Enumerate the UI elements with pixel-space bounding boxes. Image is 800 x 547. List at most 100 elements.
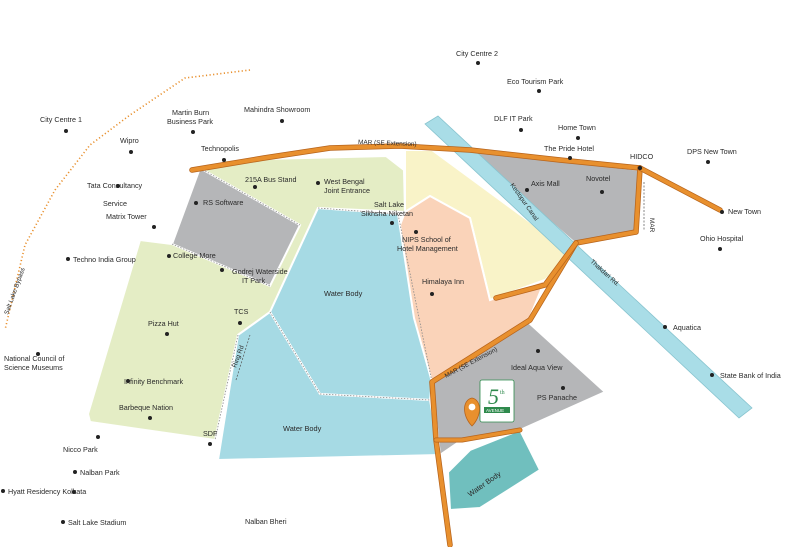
label-martin-burn-1: Martin Burn [172,108,209,117]
label-novotel: Novotel [586,174,611,183]
label-hidco: HIDCO [630,152,654,161]
dot-sdf [208,442,212,446]
dot-hidco [637,165,643,171]
label-tcs-service-1: Tata Consultancy [87,181,143,190]
label-new-town: New Town [728,207,761,216]
label-water-lower: Water Body [283,424,322,433]
dot-city-centre-2 [476,61,480,65]
dot-hyatt [1,489,5,493]
dot-matrix-tower [152,225,156,229]
label-technopolis: Technopolis [201,144,239,153]
location-pin-icon [464,397,480,427]
label-water-large: Water Body [324,289,363,298]
main-roads [189,143,723,547]
label-science-museums-2: Science Museums [4,363,63,372]
label-aquatica: Aquatica [673,323,701,332]
road-salt-lake-bypass [4,69,251,331]
dot-novotel [600,190,604,194]
dot-barbeque-nation [148,416,152,420]
dot-mahindra-showroom [280,119,284,123]
dot-the-pride-hotel [568,156,572,160]
dot-technopolis [222,158,226,162]
label-barbeque-nation: Barbeque Nation [119,403,173,412]
label-martin-burn-2: Business Park [167,117,213,126]
label-rs-software: RS Software [203,198,243,207]
label-hyatt: Hyatt Residency Kolkata [8,487,86,496]
label-wipro: Wipro [120,136,139,145]
logo-word: AVENUE [486,408,504,413]
dot-new-town [720,210,724,214]
dot-techno-india [66,257,70,261]
label-salt-lake-stadium: Salt Lake Stadium [68,518,126,527]
label-the-pride-hotel: The Pride Hotel [544,144,594,153]
label-nalban-park: Nalban Park [80,468,120,477]
label-techno-india: Techno India Group [73,255,136,264]
minor-roads [171,167,433,441]
label-salt-lake-sn-2: Sikhsha Niketan [361,209,413,218]
project-logo: 5 th AVENUE [479,379,515,423]
landmarks: City Centre 2 Eco Tourism Park DLF IT Pa… [1,49,781,527]
label-sdf: SDF [203,429,218,438]
dot-pizza-hut [165,332,169,336]
label-godrej-2: IT Park [242,276,265,285]
zone-gray-left [170,166,302,288]
label-science-museums-1: National Council of [4,354,64,363]
ring-road-arrow [235,334,251,381]
label-godrej-1: Godrej Waterside [232,267,288,276]
dot-eco-tourism-park [537,89,541,93]
label-college-more: College More [173,251,216,260]
dot-science-museums [36,352,40,356]
label-himalaya-inn: Himalaya Inn [422,277,464,286]
dot-martin-burn [191,130,195,134]
kestopur-canal [424,115,753,419]
label-matrix-tower: Matrix Tower [106,212,147,221]
dot-salt-lake-sn [390,221,394,225]
label-nicco-park: Nicco Park [63,445,98,454]
dot-wipro [129,150,133,154]
dot-aquatica [663,325,667,329]
dot-nips [414,230,418,234]
dot-himalaya-inn [430,292,434,296]
logo-superscript: th [500,390,505,396]
dot-college-more [167,254,171,258]
dot-ohio-hospital [718,247,722,251]
dot-wb-joint [316,181,320,185]
label-ps-panache: PS Panache [537,393,577,402]
label-mar-top: MAR (SE Extension) [358,139,417,148]
label-nips-2: Hotel Management [397,244,458,253]
logo-numeral: 5 [488,384,499,409]
dot-bus-stand [253,185,257,189]
label-city-centre-1: City Centre 1 [40,115,82,124]
label-tcs-service-2: Service [103,199,127,208]
zone-water-small [446,428,542,512]
label-mahindra-showroom: Mahindra Showroom [244,105,310,114]
dot-infinity-benchmark [126,379,130,383]
dot-state-bank [710,373,714,377]
label-dlf-it-park: DLF IT Park [494,114,533,123]
dot-home-town [576,136,580,140]
label-state-bank: State Bank of India [720,371,781,380]
label-ideal-aqua-view: Ideal Aqua View [511,363,563,372]
dot-ideal-aqua-view [536,349,540,353]
dot-nalban-park [73,470,77,474]
dot-tcs-service [116,184,120,188]
dot-nicco-park [96,435,100,439]
label-dps-new-town: DPS New Town [687,147,737,156]
label-nips-1: NIPS School of [402,235,451,244]
dot-godrej [220,268,224,272]
dot-dlf-it-park [519,128,523,132]
label-bus-stand: 215A Bus Stand [245,175,297,184]
label-mar-short: MAR [648,218,655,233]
label-pizza-hut: Pizza Hut [148,319,179,328]
dot-ps-panache [561,386,565,390]
label-salt-lake-sn-1: Salt Lake [374,200,404,209]
label-infinity-benchmark: Infinity Benchmark [124,377,184,386]
dot-axis-mall [525,188,529,192]
label-city-centre-2: City Centre 2 [456,49,498,58]
label-wb-joint-1: West Bengal [324,177,365,186]
dot-tcs [238,321,242,325]
dot-rs-software [194,201,198,205]
label-salt-lake-bypass: Salt Lake Bypass [3,267,26,316]
